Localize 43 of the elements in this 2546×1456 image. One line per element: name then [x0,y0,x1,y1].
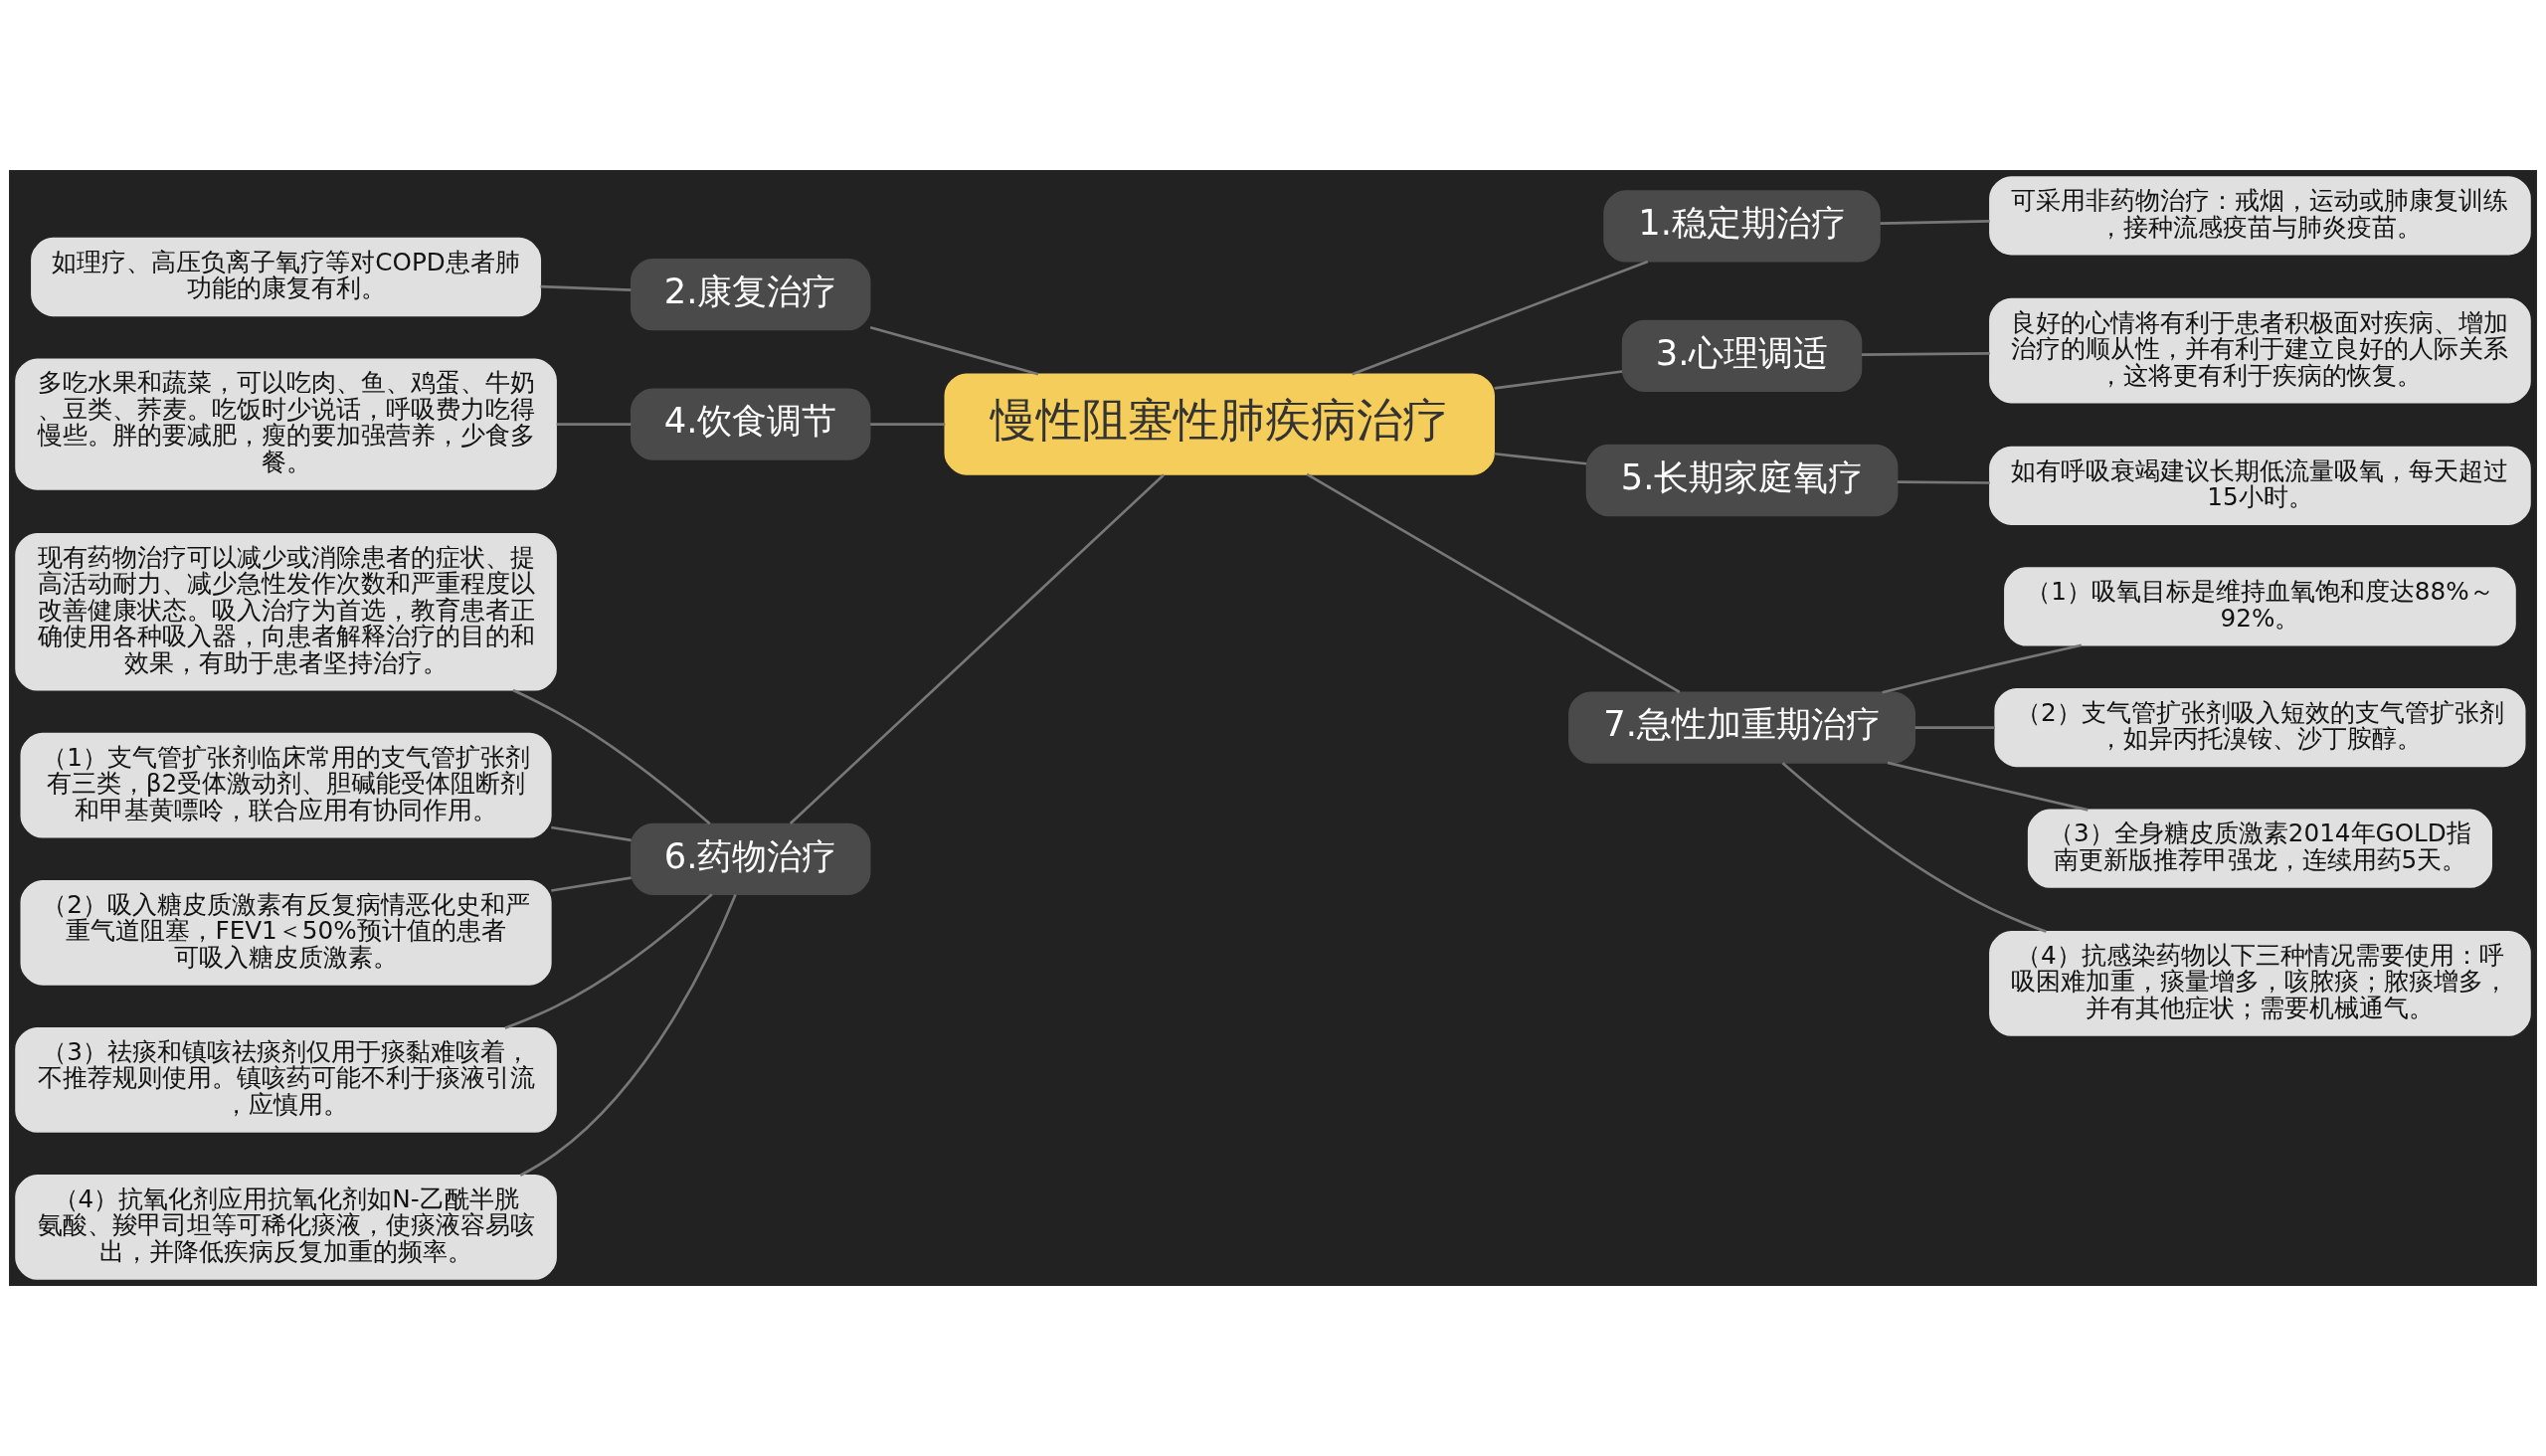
node-box: 如有呼吸衰竭建议长期低流量吸氧，每天超过15小时。 [1989,446,2531,525]
connector [1306,472,1681,694]
connector [869,325,1039,376]
connector [551,825,632,842]
connector [512,688,711,825]
connector [1861,352,1990,356]
node-box: （4）抗感染药物以下三种情况需要使用：呼吸困难加重，痰量增多，咳脓痰；脓痰增多，并有其他症状；需要机械通气。 [1989,931,2531,1036]
node-box: 可采用非药物治疗：戒烟，运动或肺康复训练，接种流感疫苗与肺炎疫苗。 [1989,176,2531,256]
node-box: 1.稳定期治疗 [1603,190,1881,263]
connector [1494,370,1623,390]
connector [551,876,632,892]
node-box: 6.药物治疗 [630,822,871,895]
node-box: （1）支气管扩张剂临床常用的支气管扩张剂有三类，β2受体激动剂、胆碱能受体阻断剂和甲基黄嘌呤，联合应用有协同作用。 [20,732,552,838]
node-box: （4）抗氧化剂应用抗氧化剂如N-乙酰半胱氨酸、羧甲司坦等可稀化痰液，使痰液容易咳出，并降低疾病反复加重的频率。 [15,1175,557,1280]
node-box: 5.长期家庭氧疗 [1585,444,1899,517]
node-box: （3）祛痰和镇咳祛痰剂仅用于痰黏难咳着，不推荐规则使用。镇咳药可能不利于痰液引流，应慎用。 [15,1027,557,1133]
connector [504,893,713,1030]
node-box: 多吃水果和蔬菜，可以吃肉、鱼、鸡蛋、牛奶、豆类、荞麦。吃饭时少说话，呼吸费力吃得慢些。胖的要减肥，瘦的要加强营养，少食多餐。 [15,358,557,490]
node-box: 3.心理调适 [1621,319,1863,392]
connector [870,423,946,426]
node-box: 现有药物治疗可以减少或消除患者的症状、提高活动耐力、减少急性发作次数和严重程度以改善健康状态。吸入治疗为首选，教育患者正确使用各种吸入器，向患者解释治疗的目的和效果，有助于患者坚持治疗。 [15,532,557,691]
connector [1352,260,1649,376]
node-box: 如理疗、高压负离子氧疗等对COPD患者肺功能的康复有利。 [31,237,542,317]
node-box: 4.饮食调节 [630,388,871,460]
connector [519,893,737,1177]
node-box: （2）支气管扩张剂吸入短效的支气管扩张剂，如异丙托溴铵、沙丁胺醇。 [1994,687,2526,768]
connector [1882,643,2083,694]
connector [1897,480,1990,484]
node-box: （2）吸入糖皮质激素有反复病情恶化史和严重气道阻塞，FEV1＜50%预计值的患者可吸入糖皮质激素。 [20,879,552,986]
node-box: 良好的心情将有利于患者积极面对疾病、增加治疗的顺从性，并有利于建立良好的人际关系，这将更有利于疾病的恢复。 [1989,297,2531,404]
node-box: （1）吸氧目标是维持血氧饱和度达88%～92%。 [2004,567,2516,646]
connector [540,284,632,291]
node-box: （3）全身糖皮质激素2014年GOLD指南更新版推荐甲强龙，连续用药5天。 [2027,809,2492,888]
connector [1781,762,2047,934]
connector [1494,452,1587,465]
node-box: 7.急性加重期治疗 [1568,691,1916,764]
connector [789,473,1165,824]
connector [1914,726,1995,729]
connector [1887,761,2089,812]
node-box: 2.康复治疗 [630,259,871,331]
connector [1880,220,1990,225]
connector [556,423,632,426]
node-box: 慢性阻塞性肺疾病治疗 [944,373,1495,475]
